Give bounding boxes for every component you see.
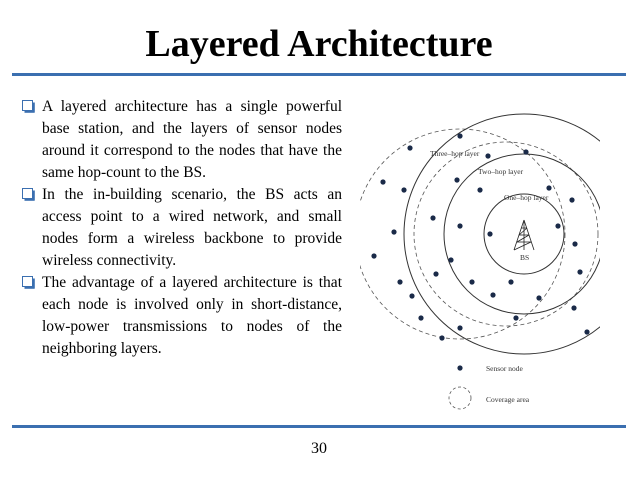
sensor-node [487,231,493,237]
one-hop-layer-circle [483,193,565,275]
sensor-node [371,253,377,259]
bullet-item: The advantage of a layered architecture … [22,272,342,360]
sensor-node [577,269,583,275]
legend-sensor-node-label: Sensor node [486,364,524,373]
sensor-node [584,329,590,335]
checkbox-bullet-icon [22,100,35,113]
footer-divider [12,425,626,428]
coverage-circle-outer [360,128,566,340]
page-number: 30 [311,440,327,457]
checkbox-bullet-icon [22,276,35,289]
sensor-node [477,187,483,193]
bs-label: BS [520,253,529,262]
sensor-node [430,215,436,221]
coverage-circle-middle [413,141,599,327]
bullet-text: The advantage of a layered architecture … [42,274,342,357]
sensor-node [401,187,407,193]
sensor-node [418,315,424,321]
sensor-node [457,223,463,229]
sensor-node [569,197,575,203]
layered-architecture-diagram: Three–hop layer Two–hop layer One–hop la… [360,113,600,410]
three-hop-layer-label: Three–hop layer [430,149,480,158]
checkbox-bullet-icon [22,188,35,201]
sensor-node [546,185,552,191]
two-hop-layer-label: Two–hop layer [478,167,524,176]
two-hop-layer-circle [443,153,600,315]
one-hop-layer-label: One–hop layer [504,193,549,202]
sensor-node [536,295,542,301]
sensor-node [448,257,454,263]
three-hop-layer-circle [403,113,600,355]
bullet-item: A layered architecture has a single powe… [22,96,342,184]
sensor-node [407,145,413,151]
title-divider [12,73,626,76]
sensor-node [469,279,475,285]
bullet-text: A layered architecture has a single powe… [42,98,342,181]
sensor-node [572,241,578,247]
sensor-node [380,179,386,185]
sensor-node [513,315,519,321]
legend-coverage-area-label: Coverage area [486,395,530,404]
bullet-list: A layered architecture has a single powe… [22,96,342,360]
legend-sensor-node-marker [457,365,463,371]
sensor-node [523,149,529,155]
base-station-tower-icon [513,219,535,251]
sensor-node [397,279,403,285]
sensor-node [485,153,491,159]
sensor-node [391,229,397,235]
bullet-item: In the in-building scenario, the BS acts… [22,184,342,272]
legend-coverage-area-marker [448,386,472,410]
sensor-node [409,293,415,299]
sensor-node [457,325,463,331]
slide-title: Layered Architecture [145,23,493,65]
bullet-text: In the in-building scenario, the BS acts… [42,186,342,269]
sensor-node [571,305,577,311]
sensor-nodes [371,133,590,341]
sensor-node [457,133,463,139]
sensor-node [454,177,460,183]
sensor-node [490,292,496,298]
sensor-node [439,335,445,341]
sensor-node [508,279,514,285]
sensor-node [555,223,561,229]
sensor-node [433,271,439,277]
